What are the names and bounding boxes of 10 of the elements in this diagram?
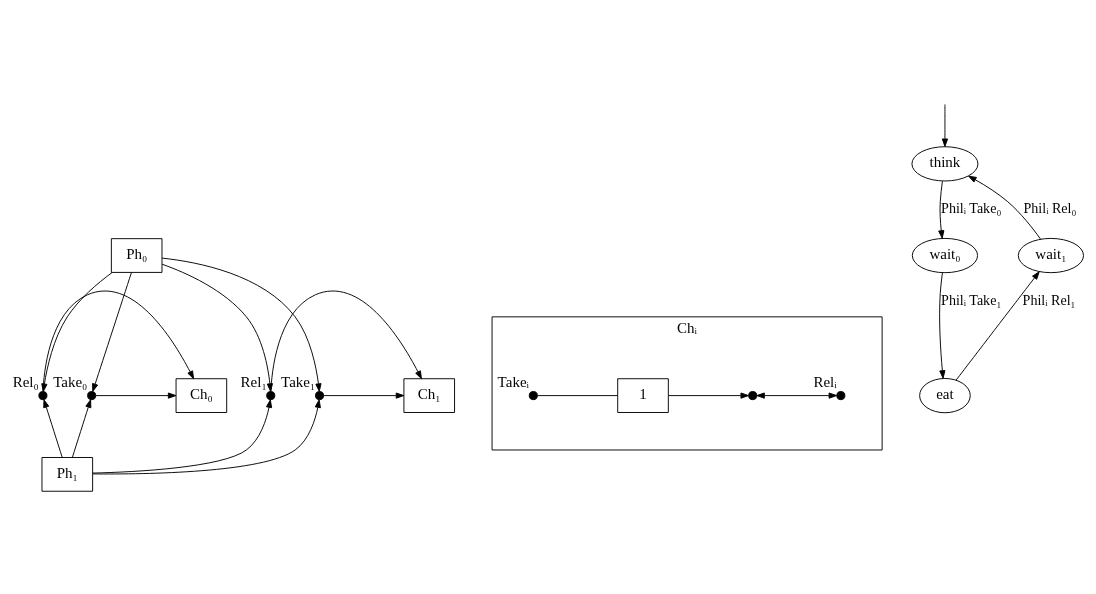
node-label: Take₁ bbox=[281, 373, 316, 390]
node-label: Relᵢ bbox=[813, 373, 837, 390]
edge-label: Philᵢ Take₁ bbox=[941, 291, 1002, 308]
edge-label: Philᵢ Rel₀ bbox=[1023, 199, 1077, 216]
node-label: Takeᵢ bbox=[497, 373, 530, 390]
node-label: Rel₁ bbox=[240, 373, 267, 390]
edge-label: Philᵢ Rel₁ bbox=[1022, 291, 1076, 308]
node-label: Take₀ bbox=[53, 373, 88, 390]
edge-label: Philᵢ Take₀ bbox=[941, 199, 1002, 216]
node-label: Rel₀ bbox=[12, 373, 39, 390]
